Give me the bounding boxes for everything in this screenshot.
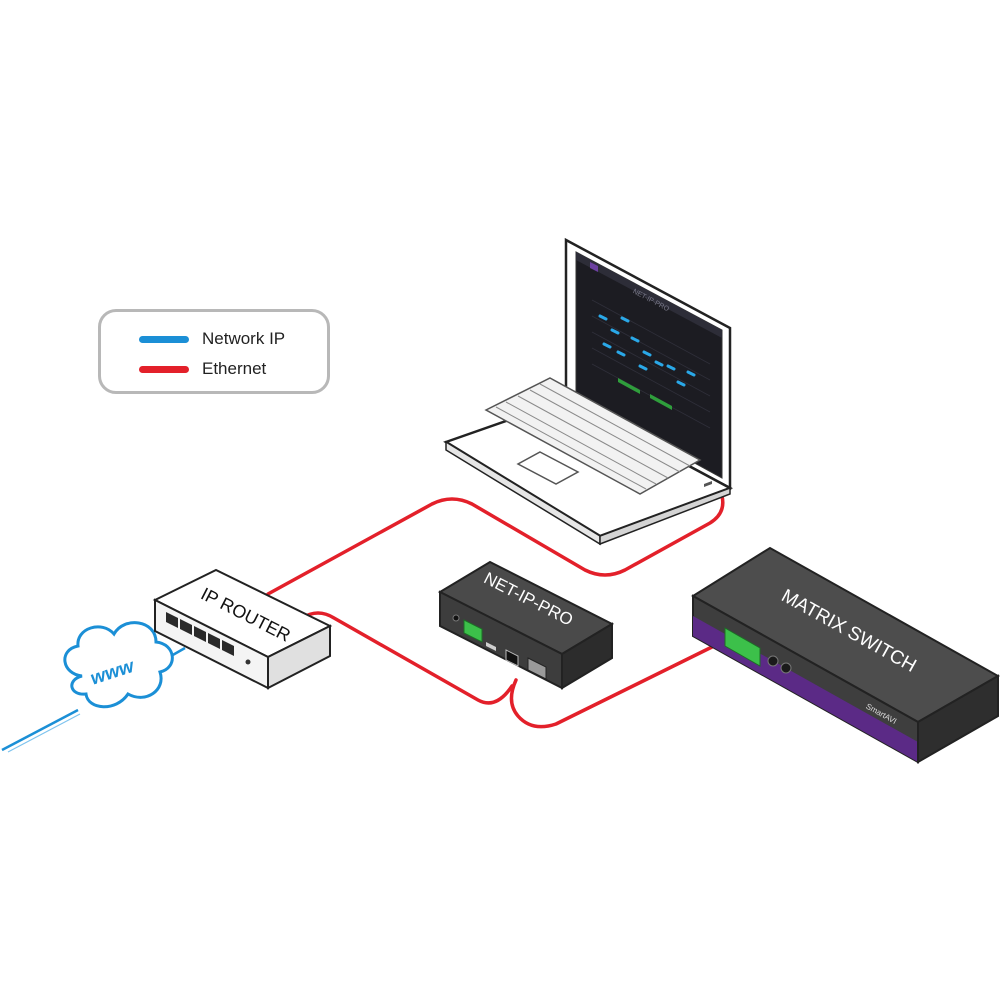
netip-serial-port xyxy=(527,657,547,680)
router-port xyxy=(222,640,234,656)
keyboard-rows xyxy=(495,383,691,490)
legend: Network IP Ethernet xyxy=(98,309,330,394)
router-ports xyxy=(166,612,234,656)
router-power-led xyxy=(245,659,251,665)
legend-label: Ethernet xyxy=(202,359,267,378)
laptop-usb-port xyxy=(704,481,712,487)
matrix-button-right xyxy=(780,662,792,674)
netip-ethernet-port xyxy=(505,649,519,667)
matrix-display xyxy=(724,627,761,667)
router-to-netip-cable xyxy=(300,611,514,705)
ethernet-cables xyxy=(266,494,725,729)
netip-usb-port xyxy=(486,642,496,651)
matrix-side xyxy=(917,674,999,764)
screen-routing-marks xyxy=(598,314,696,387)
router-port xyxy=(180,619,192,635)
netip-dc-jack xyxy=(452,614,460,622)
screen-grid xyxy=(591,299,711,429)
matrix-button-left xyxy=(767,655,779,667)
ip-router: IP ROUTER xyxy=(152,568,333,690)
laptop-keyboard xyxy=(484,377,702,495)
screen-green-button-2 xyxy=(650,394,672,410)
router-to-laptop-cable xyxy=(266,494,725,596)
screen-green-button-1 xyxy=(618,378,640,394)
router-side xyxy=(267,624,331,690)
router-port xyxy=(194,626,206,642)
laptop-trackpad xyxy=(516,451,580,485)
internet-link-line xyxy=(1,708,79,752)
network-ip-swatch xyxy=(139,335,189,343)
screen-logo-chip xyxy=(590,262,598,272)
legend-item-ethernet: Ethernet xyxy=(139,358,266,380)
router-port xyxy=(166,612,178,628)
netip-terminal-block xyxy=(463,619,483,643)
matrix-switch-device: MATRIX SWITCH SmartAVI xyxy=(691,546,1000,764)
www-cloud: www xyxy=(63,621,174,709)
legend-label: Network IP xyxy=(202,329,286,348)
netip-side xyxy=(561,622,613,690)
laptop: NET-IP-PRO xyxy=(443,237,734,546)
router-port xyxy=(208,633,220,649)
screen-header-bar xyxy=(576,252,722,338)
legend-item-network-ip: Network IP xyxy=(139,328,285,350)
laptop-base-side xyxy=(599,486,731,546)
ethernet-swatch xyxy=(139,365,189,373)
net-ip-pro-device: NET-IP-PRO xyxy=(437,560,615,690)
netip-to-matrix-cable xyxy=(509,642,720,729)
